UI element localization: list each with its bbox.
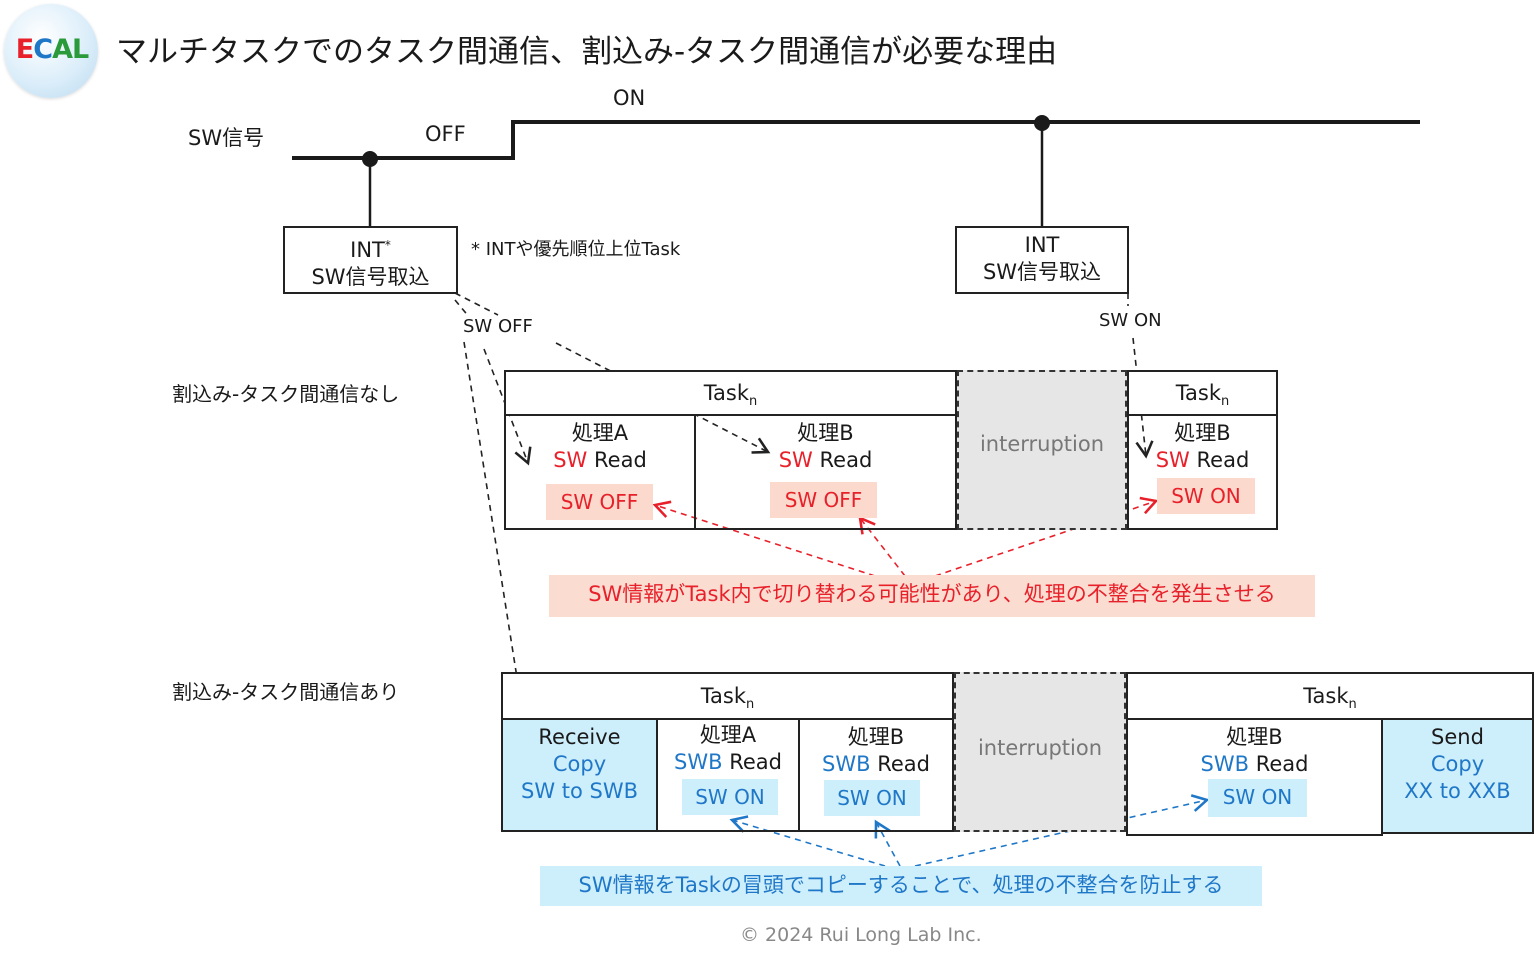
s2-receive-detail: SW to SWB [520, 779, 639, 803]
s2-process-b-read: Read [870, 752, 930, 776]
s2-process-b-swb: SWB [822, 752, 871, 776]
s1-task-header-1: Taskn [504, 370, 957, 416]
s1-note: SW情報がTask内で切り替わる可能性があり、処理の不整合を発生させる [549, 575, 1315, 617]
s1-interruption-block: interruption [957, 370, 1127, 530]
s2-send-title: Send [1431, 725, 1484, 749]
s2-task-sub-2: n [1348, 697, 1357, 713]
s1-process-b2: 処理B SW Read [1127, 414, 1278, 530]
int-box-1: INT* SW信号取込 [283, 226, 458, 294]
footnote: * INTや優先順位上位Task [471, 239, 681, 260]
s1-process-b: 処理B SW Read [694, 414, 957, 530]
int-box-1-title: INT [350, 238, 385, 262]
s1-task-sub-1: n [749, 394, 758, 410]
int-box-2-title: INT [1024, 233, 1060, 257]
s1-process-b2-sw: SW [1155, 448, 1190, 472]
s2-task-header-2: Taskn [1126, 672, 1534, 720]
s2-process-b2: 処理B SWB Read [1126, 718, 1383, 836]
on-label: ON [613, 86, 646, 110]
int-box-1-sup: * [384, 238, 391, 252]
s1-process-b-sw: SW [778, 448, 813, 472]
sw-signal-label: SW信号 [188, 126, 265, 150]
s2-interruption-block: interruption [954, 672, 1126, 832]
s2-process-b-name: 処理B [847, 725, 905, 749]
s2-task-label-2: Task [1303, 684, 1349, 708]
sw-on-arrow-label: SW ON [1097, 310, 1164, 331]
s2-interruption-label: interruption [977, 736, 1103, 760]
ecal-logo [4, 4, 98, 98]
s1-process-b2-name: 処理B [1174, 421, 1231, 445]
s2-task-header-1: Taskn [501, 672, 954, 720]
s1-process-a-name: 処理A [571, 421, 629, 445]
s2-process-a-name: 処理A [699, 723, 757, 747]
off-label: OFF [425, 122, 466, 146]
s1-process-a-sw: SW [553, 448, 588, 472]
s2-receive-copy: Copy [552, 752, 607, 776]
s2-chip-b2: SW ON [1208, 779, 1307, 817]
s1-chip-b: SW OFF [770, 482, 877, 518]
s2-chip-b: SW ON [824, 780, 920, 816]
sw-off-arrow-label: SW OFF [461, 316, 535, 337]
s2-process-a-swb: SWB [674, 750, 723, 774]
s2-process-a: 処理A SWB Read [656, 718, 800, 832]
s1-process-b2-read: Read [1189, 448, 1250, 472]
s2-process-b2-read: Read [1249, 752, 1309, 776]
s2-task-label-1: Task [700, 684, 747, 708]
s2-send-detail: XX to XXB [1404, 779, 1511, 803]
s2-chip-a: SW ON [682, 779, 778, 815]
s2-send: Send Copy XX to XXB [1381, 718, 1534, 834]
s1-chip-a: SW OFF [546, 484, 653, 520]
sw-signal-waveform [292, 120, 1420, 160]
int-box-2: INT SW信号取込 [955, 226, 1129, 294]
s1-process-a-read: Read [587, 448, 647, 472]
s1-interruption-label: interruption [979, 432, 1105, 456]
s2-send-copy: Copy [1430, 752, 1485, 776]
s2-process-a-read: Read [722, 750, 782, 774]
s1-task-header-2: Taskn [1127, 370, 1278, 416]
s1-process-b-read: Read [812, 448, 873, 472]
s2-process-b: 処理B SWB Read [798, 718, 954, 832]
s1-chip-b2: SW ON [1157, 478, 1255, 514]
s1-task-label-1: Task [703, 381, 750, 405]
s1-task-label-2: Task [1175, 381, 1222, 405]
int-box-2-subtitle: SW信号取込 [982, 260, 1102, 284]
copyright: © 2024 Rui Long Lab Inc. [740, 924, 982, 946]
s1-task-sub-2: n [1221, 394, 1230, 410]
ecal-logo-text: ECAL [15, 34, 89, 65]
s2-note: SW情報をTaskの冒頭でコピーすることで、処理の不整合を防止する [540, 866, 1262, 906]
section2-label: 割込み-タスク間通信あり [172, 680, 400, 704]
s2-task-sub-1: n [746, 697, 755, 713]
s2-process-b2-swb: SWB [1200, 752, 1250, 776]
page-title: マルチタスクでのタスク間通信、割込み-タスク間通信が必要な理由 [116, 34, 1058, 70]
s2-receive: Receive Copy SW to SWB [501, 718, 658, 832]
s2-process-b2-name: 処理B [1226, 725, 1283, 749]
s1-process-b-name: 処理B [797, 421, 854, 445]
int-box-1-subtitle: SW信号取込 [311, 265, 430, 289]
section1-label: 割込み-タスク間通信なし [172, 382, 400, 406]
s2-receive-title: Receive [538, 725, 621, 749]
